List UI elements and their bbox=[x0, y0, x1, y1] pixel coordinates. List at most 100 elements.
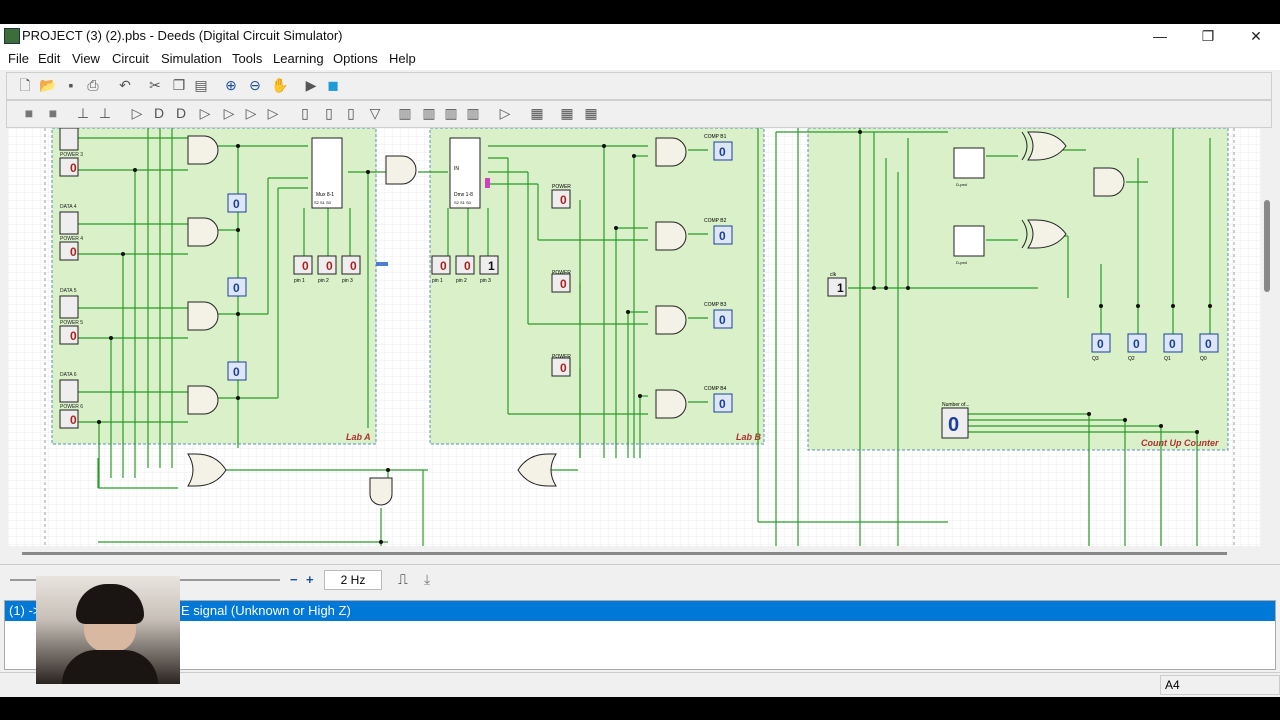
or-gate-icon[interactable]: ▷ bbox=[199, 105, 211, 121]
horizontal-scrollbar[interactable] bbox=[8, 546, 1260, 560]
horizontal-scroll-thumb[interactable] bbox=[22, 552, 1227, 555]
ff1-label: D-ped bbox=[956, 182, 967, 187]
or-gate-icon[interactable]: ▷ bbox=[223, 105, 235, 121]
minimize-button[interactable]: — bbox=[1153, 28, 1167, 44]
play-icon[interactable]: ▶ bbox=[305, 77, 317, 93]
demux-1-8[interactable] bbox=[449, 137, 481, 209]
and-gate-icon[interactable]: D bbox=[175, 105, 187, 121]
lab-a-and-gates[interactable] bbox=[187, 135, 417, 415]
menu-bar: File Edit View Circuit Simulation Tools … bbox=[0, 48, 1280, 70]
flip-flop-1[interactable] bbox=[953, 147, 985, 179]
and-gate-icon[interactable]: D bbox=[153, 105, 165, 121]
component-toolbar: ■ ■ ⊥ ⊥ ▷ D D ▷ ▷ ▷ ▷ ▯ ▯ ▯ ▽ ▥ ▥ ▥ ▥ ▷ … bbox=[6, 100, 1272, 128]
open-folder-icon[interactable]: 📂 bbox=[39, 77, 57, 93]
svg-text:POWER: POWER bbox=[552, 184, 571, 190]
paste-icon[interactable]: ▤ bbox=[194, 77, 208, 93]
select-icon[interactable]: ■ bbox=[24, 105, 34, 121]
flip-flop-icon[interactable]: ▯ bbox=[301, 105, 309, 121]
download-icon[interactable]: ⤓ bbox=[424, 571, 431, 587]
bottom-or-gates[interactable] bbox=[187, 453, 557, 506]
counter-clock-input[interactable]: clk 1 bbox=[827, 272, 847, 297]
circuit-schematic[interactable]: Lab A Lab B Count Up Counter bbox=[8, 128, 1260, 546]
lab-b-power-inputs[interactable]: POWER 0 POWER 0 POWER 0 bbox=[551, 184, 571, 377]
cut-icon[interactable]: ✂ bbox=[149, 77, 161, 93]
svg-text:0: 0 bbox=[948, 414, 959, 436]
save-icon[interactable]: ▪ bbox=[68, 77, 74, 93]
menu-simulation[interactable]: Simulation bbox=[161, 51, 222, 66]
copy-icon[interactable]: ❐ bbox=[172, 77, 186, 93]
wire-icon[interactable]: ⊥ bbox=[76, 105, 90, 121]
menu-circuit[interactable]: Circuit bbox=[112, 51, 149, 66]
menu-tools[interactable]: Tools bbox=[232, 51, 263, 66]
stop-icon[interactable]: ◼ bbox=[327, 77, 339, 93]
pan-hand-icon[interactable]: ✋ bbox=[271, 77, 289, 93]
vertical-scrollbar[interactable] bbox=[1260, 128, 1274, 546]
clock-frequency-field[interactable]: 2 Hz bbox=[324, 570, 382, 590]
counter-gates[interactable] bbox=[1021, 131, 1125, 249]
undo-icon[interactable]: ↶ bbox=[119, 77, 131, 93]
svg-text:1: 1 bbox=[488, 259, 495, 273]
svg-text:0: 0 bbox=[233, 281, 240, 295]
clock-plus-button[interactable]: + bbox=[306, 572, 314, 587]
menu-view[interactable]: View bbox=[72, 51, 100, 66]
svg-text:Q0: Q0 bbox=[1200, 356, 1207, 362]
new-file-icon[interactable]: 🗋 bbox=[19, 77, 31, 93]
counter-icon[interactable]: ▥ bbox=[398, 105, 412, 121]
svg-text:0: 0 bbox=[1169, 337, 1176, 351]
lab-b-select-pins[interactable]: 0 0 1 pin 1 pin 2 pin 3 bbox=[431, 255, 499, 284]
svg-text:pin 1: pin 1 bbox=[432, 278, 443, 284]
component-icon[interactable]: ▦ bbox=[530, 105, 544, 121]
mux-8-1[interactable] bbox=[311, 137, 343, 209]
lab-b-and-gates[interactable] bbox=[655, 137, 687, 419]
deeds-window: PROJECT (3) (2).pbs - Deeds (Digital Cir… bbox=[0, 24, 1280, 697]
mux-label: Mux 8-1 bbox=[316, 192, 334, 198]
component-icon[interactable]: ▷ bbox=[499, 105, 511, 121]
flip-flop-icon[interactable]: ▯ bbox=[325, 105, 333, 121]
svg-text:DATA 6: DATA 6 bbox=[60, 372, 77, 378]
menu-options[interactable]: Options bbox=[333, 51, 378, 66]
component-icon[interactable]: ▦ bbox=[584, 105, 598, 121]
svg-text:0: 0 bbox=[560, 361, 567, 375]
message-row-1[interactable]: (1) -> E signal (Unknown or High Z) bbox=[5, 601, 1275, 621]
svg-text:0: 0 bbox=[302, 259, 309, 273]
vertical-scroll-thumb[interactable] bbox=[1264, 200, 1270, 292]
counter-icon[interactable]: ▥ bbox=[466, 105, 480, 121]
counter-region[interactable] bbox=[807, 128, 1229, 451]
svg-text:0: 0 bbox=[70, 329, 77, 343]
demux-marker bbox=[485, 178, 490, 188]
lab-a-inputs[interactable]: 0 0 0 0 bbox=[59, 128, 79, 429]
print-icon[interactable]: ⎙ bbox=[87, 77, 99, 93]
svg-text:COMP B4: COMP B4 bbox=[704, 386, 727, 392]
circuit-canvas[interactable]: Lab A Lab B Count Up Counter bbox=[8, 128, 1260, 546]
svg-text:0: 0 bbox=[719, 313, 726, 327]
or-gate-icon[interactable]: ▷ bbox=[267, 105, 279, 121]
zoom-in-icon[interactable]: ⊕ bbox=[225, 77, 237, 93]
counter-icon[interactable]: ▥ bbox=[422, 105, 436, 121]
flip-flop-icon[interactable]: ▽ bbox=[369, 105, 381, 121]
flip-flop-2[interactable] bbox=[953, 225, 985, 257]
svg-text:clk: clk bbox=[830, 272, 837, 278]
lab-b-wires bbox=[422, 145, 708, 546]
lab-a-label: Lab A bbox=[346, 432, 371, 442]
menu-help[interactable]: Help bbox=[389, 51, 416, 66]
counter-icon[interactable]: ▥ bbox=[444, 105, 458, 121]
svg-text:0: 0 bbox=[1133, 337, 1140, 351]
svg-text:DATA 4: DATA 4 bbox=[60, 204, 77, 210]
svg-text:0: 0 bbox=[719, 397, 726, 411]
select-icon[interactable]: ■ bbox=[48, 105, 58, 121]
component-icon[interactable]: ▦ bbox=[560, 105, 574, 121]
flip-flop-icon[interactable]: ▯ bbox=[347, 105, 355, 121]
or-gate-icon[interactable]: ▷ bbox=[245, 105, 257, 121]
clock-wave-icon[interactable]: ⎍ bbox=[398, 571, 408, 587]
counter-wires bbox=[757, 128, 1211, 546]
wire-icon[interactable]: ⊥ bbox=[98, 105, 112, 121]
clock-minus-button[interactable]: − bbox=[290, 572, 298, 587]
menu-learning[interactable]: Learning bbox=[273, 51, 324, 66]
menu-file[interactable]: File bbox=[8, 51, 29, 66]
menu-edit[interactable]: Edit bbox=[38, 51, 61, 66]
close-button[interactable]: ✕ bbox=[1250, 28, 1262, 44]
and-gate-icon[interactable]: ▷ bbox=[131, 105, 143, 121]
zoom-out-icon[interactable]: ⊖ bbox=[249, 77, 261, 93]
maximize-button[interactable]: ❐ bbox=[1201, 28, 1215, 44]
lab-a-select-pins[interactable]: 0 0 0 pin 1 pin 2 pin 3 bbox=[293, 255, 388, 284]
